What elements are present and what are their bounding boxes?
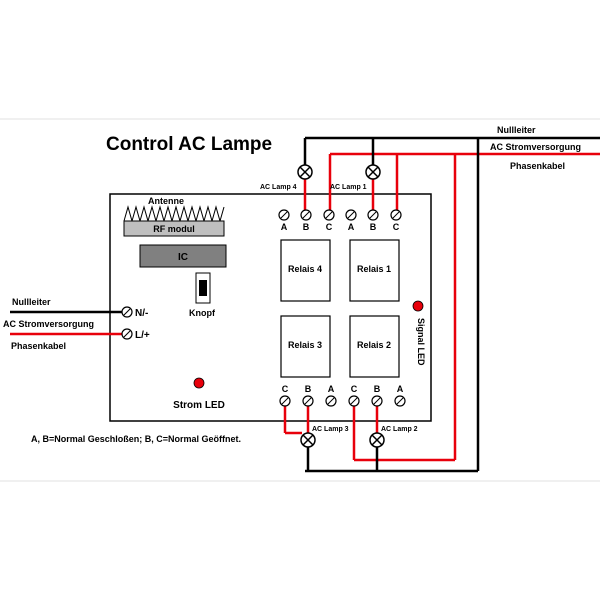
lamp-3: [300, 432, 316, 448]
terminal-screw: [300, 209, 312, 221]
lamp-3-label: AC Lamp 3: [312, 426, 349, 433]
terminal-screw: [367, 209, 379, 221]
lamp-cross: [371, 434, 383, 446]
terminal-label: B: [303, 222, 310, 232]
terminal-label: C: [351, 384, 358, 394]
relay-4: [280, 239, 331, 302]
terminal-slot: [350, 397, 358, 405]
terminal-label: A: [397, 384, 404, 394]
relay-1: [349, 239, 400, 302]
terminal-neutral: [121, 306, 133, 318]
lamp-cross: [299, 166, 311, 178]
terminal-screw: [279, 395, 291, 407]
antenna-label: Antenne: [148, 196, 184, 206]
lamp-cross: [367, 166, 379, 178]
signal-led-label: Signal LED: [416, 318, 426, 366]
terminal-slot: [373, 397, 381, 405]
terminal-slot: [302, 211, 310, 219]
terminal-label: C: [326, 222, 333, 232]
terminal-screw: [323, 209, 335, 221]
power-led-label: Strom LED: [173, 400, 225, 411]
terminal-line-label: L/+: [135, 330, 150, 341]
terminal-label: A: [328, 384, 335, 394]
relay-4-label: Relais 4: [288, 264, 322, 274]
terminal-screw: [345, 209, 357, 221]
right-neutral-label: Nullleiter: [497, 125, 536, 135]
terminal-screw: [278, 209, 290, 221]
relay-3-label: Relais 3: [288, 340, 322, 350]
relay-2: [349, 315, 400, 378]
terminal-label: B: [374, 384, 381, 394]
terminal-screw: [394, 395, 406, 407]
terminal-slot: [347, 211, 355, 219]
rf-module-label: RF modul: [153, 224, 195, 234]
terminal-slot: [325, 211, 333, 219]
terminal-slot: [327, 397, 335, 405]
rf-module: [123, 220, 225, 237]
lamp-2-label: AC Lamp 2: [381, 426, 418, 433]
right-supply-label: AC Stromversorgung: [490, 142, 581, 152]
terminal-slot: [281, 397, 289, 405]
lamp-1-label: AC Lamp 1: [330, 184, 367, 191]
terminal-slot: [123, 308, 131, 316]
left-phase-label: Phasenkabel: [11, 341, 66, 351]
button-label: Knopf: [189, 308, 216, 318]
terminal-label: B: [305, 384, 312, 394]
lamp-cross: [302, 434, 314, 446]
terminal-neutral-label: N/-: [135, 308, 148, 319]
legend-note: A, B=Normal Geschloßen; B, C=Normal Geöf…: [31, 434, 241, 444]
terminal-label: B: [370, 222, 377, 232]
terminal-line: [121, 328, 133, 340]
terminal-label: C: [282, 384, 289, 394]
terminal-screw: [302, 395, 314, 407]
terminal-label: A: [281, 222, 288, 232]
right-phase-label: Phasenkabel: [510, 161, 565, 171]
terminal-slot: [392, 211, 400, 219]
relay-2-label: Relais 2: [357, 340, 391, 350]
lamp-4: [297, 164, 313, 180]
terminal-label: C: [393, 222, 400, 232]
terminal-screw: [371, 395, 383, 407]
lamp-2: [369, 432, 385, 448]
relay-3: [280, 315, 331, 378]
terminal-slot: [304, 397, 312, 405]
lamp-1: [365, 164, 381, 180]
wiring: [10, 136, 600, 473]
terminal-slot: [369, 211, 377, 219]
terminal-label: A: [348, 222, 355, 232]
signal-led-icon: [412, 300, 424, 312]
antenna-icon: [123, 205, 225, 223]
terminal-slot: [280, 211, 288, 219]
terminal-screw: [390, 209, 402, 221]
left-neutral-label: Nullleiter: [12, 297, 51, 307]
terminal-slot: [396, 397, 404, 405]
terminal-screw: [348, 395, 360, 407]
terminal-screw: [325, 395, 337, 407]
terminal-slot: [123, 330, 131, 338]
button-icon: [199, 280, 207, 296]
left-supply-label: AC Stromversorgung: [3, 319, 94, 329]
ic-chip: [139, 244, 227, 268]
ic-label: IC: [178, 252, 188, 263]
power-led-icon: [193, 377, 205, 389]
diagram-title: Control AC Lampe: [106, 134, 272, 155]
lamp-4-label: AC Lamp 4: [260, 184, 297, 191]
relay-1-label: Relais 1: [357, 264, 391, 274]
